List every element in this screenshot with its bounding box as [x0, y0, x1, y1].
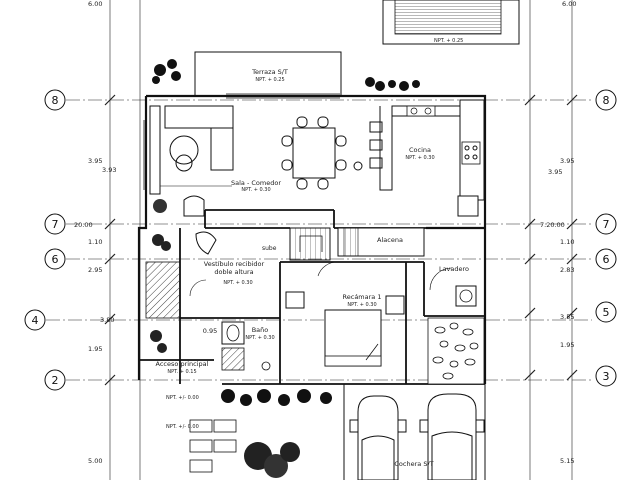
svg-text:Sala - Comedor: Sala - Comedor [231, 179, 281, 187]
grid-bubble: 4 [24, 309, 46, 331]
exterior-walls [137, 94, 487, 384]
top-right-deck: NPT. + 0.25 [382, 0, 520, 45]
windows [143, 93, 340, 190]
svg-text:NPT. + 0.15: NPT. + 0.15 [167, 369, 196, 375]
car-left [349, 395, 407, 480]
grid-bubble: 6 [595, 248, 617, 270]
grid-bubble: 6 [44, 248, 66, 270]
svg-text:Recámara 1: Recámara 1 [343, 293, 382, 301]
svg-text:NPT. + 0.30: NPT. + 0.30 [241, 187, 270, 193]
grid-bubble: 8 [595, 89, 617, 111]
grid-bubble: 3 [595, 365, 617, 387]
svg-text:8: 8 [52, 94, 59, 107]
svg-text:7: 7 [603, 218, 610, 231]
alacena: Alacena [337, 227, 425, 257]
svg-text:6: 6 [603, 253, 610, 266]
bano: Baño NPT. + 0.30 0.95 [203, 321, 275, 371]
svg-text:Vestíbulo recibidor: Vestíbulo recibidor [204, 260, 265, 268]
svg-text:3.95: 3.95 [88, 157, 102, 165]
svg-text:20.00: 20.00 [74, 221, 93, 229]
svg-text:7: 7 [52, 218, 59, 231]
cochera: Cochera S/T [343, 384, 486, 480]
svg-text:Baño: Baño [252, 326, 269, 334]
svg-text:NPT. + 0.30: NPT. + 0.30 [223, 280, 252, 286]
recamara: Recámara 1 NPT. + 0.30 [285, 261, 405, 367]
svg-text:0.95: 0.95 [203, 327, 217, 335]
dimensions-right: 6.00 3.95 3.95 7.20.00 1.10 2.83 3.55 1.… [540, 0, 576, 465]
grid-bubble: 7 [44, 213, 66, 235]
svg-text:NPT. + 0.25: NPT. + 0.25 [255, 77, 284, 83]
svg-text:2.83: 2.83 [560, 266, 574, 274]
pebble-garden [427, 317, 485, 385]
svg-text:NPT. + 0.25: NPT. + 0.25 [434, 38, 463, 44]
svg-text:1.10: 1.10 [88, 238, 102, 246]
svg-text:sube: sube [262, 245, 277, 252]
svg-text:4: 4 [32, 314, 39, 327]
svg-text:NPT. +/- 0.00: NPT. +/- 0.00 [166, 424, 199, 430]
car-right [419, 393, 485, 480]
svg-text:3.80: 3.80 [100, 316, 114, 324]
shrubs-bottom [221, 389, 332, 478]
svg-text:NPT. +/- 0.00: NPT. +/- 0.00 [166, 395, 199, 401]
svg-text:doble altura: doble altura [214, 268, 253, 276]
svg-text:1.95: 1.95 [88, 345, 102, 353]
svg-text:3.95: 3.95 [560, 157, 574, 165]
svg-text:1.10: 1.10 [560, 238, 574, 246]
svg-text:6.00: 6.00 [562, 0, 576, 8]
staircase: sube [262, 227, 331, 261]
svg-text:8: 8 [603, 94, 610, 107]
grid-bubbles-left: 8 7 6 4 2 [24, 89, 66, 391]
exterior-levels: NPT. +/- 0.00 NPT. +/- 0.00 [166, 395, 199, 430]
svg-text:Alacena: Alacena [377, 236, 403, 244]
grid-bubble: 7 [595, 213, 617, 235]
svg-text:3.95: 3.95 [548, 168, 562, 176]
grid-bubble: 8 [44, 89, 66, 111]
grid-bubble: 2 [44, 369, 66, 391]
svg-text:1.95: 1.95 [560, 341, 574, 349]
svg-text:Cochera S/T: Cochera S/T [394, 460, 433, 468]
svg-text:NPT. + 0.30: NPT. + 0.30 [347, 302, 376, 308]
grid-axes [46, 99, 592, 381]
grid-bubbles-right: 8 7 6 5 3 [595, 89, 617, 387]
acceso-principal: Acceso principal NPT. + 0.15 [156, 360, 209, 375]
vestibulo: Vestíbulo recibidor doble altura NPT. + … [189, 231, 265, 297]
svg-text:NPT. + 0.30: NPT. + 0.30 [405, 155, 434, 161]
svg-text:3.93: 3.93 [102, 166, 116, 174]
cocina: Cocina NPT. + 0.30 [379, 99, 485, 217]
plants-top [152, 59, 420, 213]
lavadero: Lavadero [429, 265, 477, 307]
dimensions-left: 6.00 3.95 3.93 20.00 1.10 2.95 3.80 1.95… [74, 0, 116, 465]
grid-bubble: 5 [595, 301, 617, 323]
entrance-pavers [189, 419, 237, 473]
terraza: Terraza S/T NPT. + 0.25 [194, 51, 342, 97]
svg-text:2.95: 2.95 [88, 266, 102, 274]
svg-text:5.00: 5.00 [88, 457, 102, 465]
svg-text:Terraza S/T: Terraza S/T [251, 68, 288, 76]
svg-text:Cocina: Cocina [409, 146, 431, 154]
svg-text:6: 6 [52, 253, 59, 266]
dimension-lines [104, 0, 578, 480]
svg-text:Acceso principal: Acceso principal [156, 360, 209, 368]
svg-text:7.20.00: 7.20.00 [540, 221, 565, 229]
sala-comedor: Sala - Comedor NPT. + 0.30 [149, 105, 383, 217]
svg-text:5: 5 [603, 306, 610, 319]
svg-text:3.55: 3.55 [560, 313, 574, 321]
svg-text:3: 3 [603, 370, 610, 383]
side-garden [145, 234, 181, 353]
svg-text:Lavadero: Lavadero [439, 265, 469, 273]
svg-text:5.15: 5.15 [560, 457, 574, 465]
svg-text:2: 2 [52, 374, 59, 387]
svg-text:6.00: 6.00 [88, 0, 102, 8]
svg-text:NPT. + 0.30: NPT. + 0.30 [245, 335, 274, 341]
